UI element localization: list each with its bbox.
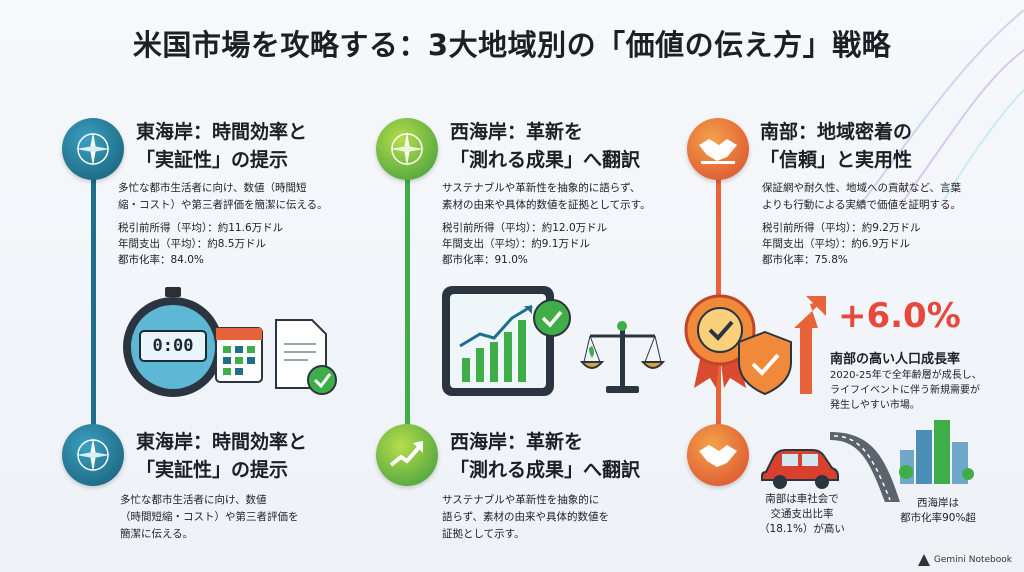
growth-title: 南部の高い人口成長率: [830, 352, 961, 367]
south-handshake-icon-bottom: [687, 424, 749, 486]
south-stats: 税引前所得（平均）：約9.2万ドル 年間支出（平均）：約6.9万ドル 都市化率：…: [762, 220, 920, 268]
west-bottom-heading: 西海岸：革新を 「測れる成果」へ翻訳: [450, 431, 641, 481]
south-heading: 南部：地域密着の 「信頼」と実用性: [760, 121, 913, 171]
tablet-chart-icon: [440, 282, 575, 406]
west-stats: 税引前所得（平均）：約12.0万ドル 年間支出（平均）：約9.1万ドル 都市化率…: [442, 220, 607, 268]
document-check-icon: [272, 318, 342, 402]
growth-arrow-icon: [780, 296, 828, 400]
west-stat-spending: 年間支出（平均）：約9.1万ドル: [442, 238, 590, 250]
car-caption: 南部は車社会で 交通支出比率 （18.1%）が高い: [759, 493, 845, 535]
west-description: サステナブルや革新性を抽象的に語らず、 素材の由来や具体的数値を証拠として示す。: [442, 182, 651, 211]
south-handshake-icon: [687, 118, 749, 180]
south-description: 保証網や耐久性、地域への貢献など、言葉 よりも行動による実績で価値を証明する。: [762, 182, 961, 211]
west-stat-income: 税引前所得（平均）：約12.0万ドル: [442, 222, 608, 234]
road-graphic: [830, 432, 900, 506]
east-compass-icon: [62, 118, 124, 180]
east-timeline-line: [91, 150, 96, 440]
notebook-logo-icon: [917, 554, 930, 566]
east-stat-income: 税引前所得（平均）：約11.6万ドル: [118, 222, 284, 234]
car-icon: [760, 442, 840, 494]
east-stat-urban: 都市化率：84.0%: [118, 254, 204, 266]
east-stats: 税引前所得（平均）：約11.6万ドル 年間支出（平均）：約8.5万ドル 都市化率…: [118, 220, 283, 268]
west-heading: 西海岸：革新を 「測れる成果」へ翻訳: [450, 121, 641, 171]
city-caption: 西海岸は 都市化率90%超: [900, 497, 976, 524]
east-bottom-description: 多忙な都市生活者に向け、数値 （時間短縮・コスト）や第三者評価を 簡潔に伝える。: [120, 494, 299, 540]
west-timeline-line: [405, 150, 410, 440]
stopwatch-display: 0:00: [152, 336, 194, 356]
south-stat-urban: 都市化率：75.8%: [762, 254, 848, 266]
east-heading: 東海岸：時間効率と 「実証性」の提示: [136, 121, 308, 171]
decorative-swoosh: [863, 9, 1024, 200]
stopwatch-icon: 0:00: [118, 285, 228, 400]
east-stat-spending: 年間支出（平均）：約8.5万ドル: [118, 238, 266, 250]
city-buildings-icon: [896, 420, 976, 488]
east-description: 多忙な都市生活者に向け、数値（時間短 縮・コスト）や第三者評価を簡潔に伝える。: [118, 182, 328, 211]
shield-check-icon: [735, 330, 795, 400]
balance-scale-icon: [579, 318, 666, 404]
east-compass-icon-bottom: [62, 424, 124, 486]
west-growth-icon: [376, 424, 438, 486]
footer-brand: Gemini Notebook: [917, 554, 1012, 566]
footer-brand-text: Gemini Notebook: [933, 555, 1012, 565]
west-stat-urban: 都市化率：91.0%: [442, 254, 528, 266]
growth-description: 2020-25年で全年齢層が成長し、 ライフイベントに伴う新規需要が 発生しやす…: [830, 370, 982, 411]
growth-percentage: +6.0%: [838, 296, 961, 336]
east-bottom-heading: 東海岸：時間効率と 「実証性」の提示: [136, 431, 308, 481]
calendar-icon: [214, 322, 264, 388]
south-stat-spending: 年間支出（平均）：約6.9万ドル: [762, 238, 910, 250]
west-compass-icon: [376, 118, 438, 180]
page-title: 米国市場を攻略する：3大地域別の「価値の伝え方」戦略: [132, 28, 892, 62]
west-bottom-description: サステナブルや革新性を抽象的に 語らず、素材の由来や具体的数値を 証拠として示す…: [442, 494, 610, 540]
south-stat-income: 税引前所得（平均）：約9.2万ドル: [762, 222, 921, 234]
